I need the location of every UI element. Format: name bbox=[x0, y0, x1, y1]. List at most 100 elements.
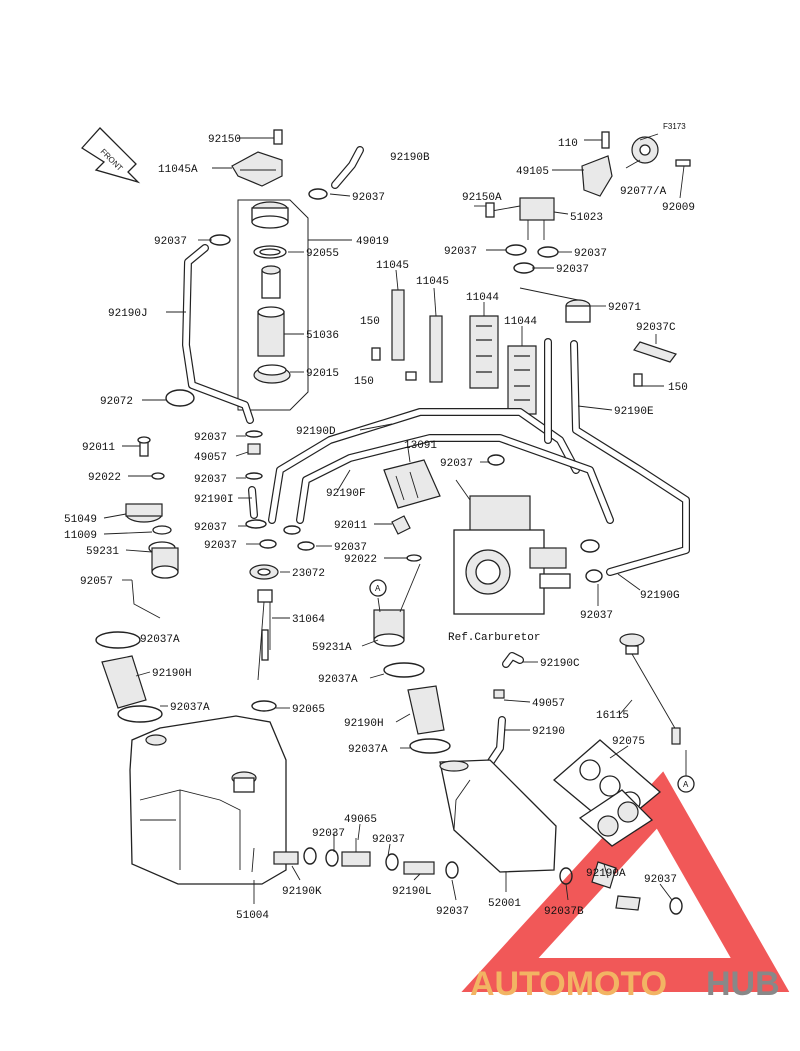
label-92190f: 92190F bbox=[326, 488, 366, 500]
valve-49057-top bbox=[245, 430, 263, 480]
label-92009: 92009 bbox=[662, 202, 695, 214]
callout-a-label: A bbox=[683, 780, 689, 789]
fuel-pickup-stack bbox=[125, 436, 179, 619]
label-92071: 92071 bbox=[608, 302, 641, 314]
label-92190g: 92190G bbox=[640, 590, 680, 602]
label-92190c: 92190C bbox=[540, 658, 580, 670]
label-92037-top: 92037 bbox=[352, 192, 385, 204]
inline-filter-assembly bbox=[273, 838, 459, 879]
label-92190h-b: 92190H bbox=[344, 718, 384, 730]
label-92037a-b: 92037A bbox=[170, 702, 210, 714]
hose-92190j bbox=[182, 244, 254, 424]
label-92190h-a: 92190H bbox=[152, 668, 192, 680]
figure-code: F3173 bbox=[663, 122, 686, 131]
label-11044-b: 11044 bbox=[504, 316, 537, 328]
fitting-59231a bbox=[373, 515, 422, 647]
callout-a-label: A bbox=[375, 584, 381, 593]
label-92022-a: 92022 bbox=[88, 472, 121, 484]
assembly-bracket bbox=[237, 199, 309, 411]
label-92190b: 92190B bbox=[390, 152, 430, 164]
hose-holder-13091 bbox=[383, 459, 441, 509]
label-92072: 92072 bbox=[100, 396, 133, 408]
watermark-part1: AUTOMOTO bbox=[470, 965, 667, 1003]
label-51023: 51023 bbox=[570, 212, 603, 224]
clips-11044 bbox=[469, 315, 537, 415]
label-92057: 92057 bbox=[80, 576, 113, 588]
strap-92037c bbox=[633, 341, 677, 387]
label-31064: 31064 bbox=[292, 614, 325, 626]
label-52001: 52001 bbox=[488, 898, 521, 910]
watermark-triangle-icon bbox=[461, 771, 790, 992]
label-92190a: 92190A bbox=[586, 868, 626, 880]
label-11045a: 11045A bbox=[158, 164, 198, 176]
fuel-valve bbox=[485, 131, 691, 240]
callout-a-2: A bbox=[677, 775, 695, 793]
label-92037-v1: 92037 bbox=[194, 432, 227, 444]
hose-92190h-right bbox=[383, 662, 451, 754]
label-92037a-c: 92037A bbox=[318, 674, 358, 686]
label-92011-b: 92011 bbox=[334, 520, 367, 532]
label-49057-b: 49057 bbox=[532, 698, 565, 710]
label-92037-b3: 92037 bbox=[436, 906, 469, 918]
label-92037-mid: 92037 bbox=[440, 458, 473, 470]
label-92065: 92065 bbox=[292, 704, 325, 716]
label-92190d: 92190D bbox=[296, 426, 336, 438]
brackets-11045 bbox=[371, 289, 443, 383]
front-arrow: FRONT bbox=[81, 127, 141, 184]
hose-92190i bbox=[248, 486, 258, 519]
label-11045-a: 11045 bbox=[376, 260, 409, 272]
label-150-b: 150 bbox=[354, 376, 374, 388]
label-49065: 49065 bbox=[344, 814, 377, 826]
label-49105: 49105 bbox=[516, 166, 549, 178]
label-92037-carb: 92037 bbox=[580, 610, 613, 622]
label-13091: 13091 bbox=[404, 440, 437, 452]
label-16115: 16115 bbox=[596, 710, 629, 722]
label-92037-b4: 92037 bbox=[644, 874, 677, 886]
label-92022-b: 92022 bbox=[344, 554, 377, 566]
label-92190: 92190 bbox=[532, 726, 565, 738]
fuel-pump-assembly bbox=[237, 199, 309, 411]
level-gauge bbox=[619, 633, 681, 745]
label-92037-b2: 92037 bbox=[372, 834, 405, 846]
label-92037b: 92037B bbox=[544, 906, 584, 918]
label-92190k: 92190K bbox=[282, 886, 322, 898]
label-92190j: 92190J bbox=[108, 308, 148, 320]
label-92037-v2: 92037 bbox=[194, 474, 227, 486]
label-59231a: 59231A bbox=[312, 642, 352, 654]
label-92075: 92075 bbox=[612, 736, 645, 748]
bracket-11045a bbox=[231, 129, 283, 187]
label-59231: 59231 bbox=[86, 546, 119, 558]
label-150-c: 150 bbox=[668, 382, 688, 394]
hose-92190b bbox=[331, 146, 364, 189]
label-92037a-a: 92037A bbox=[140, 634, 180, 646]
label-92037-v3: 92037 bbox=[194, 522, 227, 534]
hoses-long bbox=[268, 338, 690, 576]
label-51004: 51004 bbox=[236, 910, 269, 922]
label-92037a-d: 92037A bbox=[348, 744, 388, 756]
filter-cap bbox=[519, 287, 591, 323]
label-92037-j: 92037 bbox=[154, 236, 187, 248]
label-92037-v5: 92037 bbox=[334, 542, 367, 554]
label-49057-a: 49057 bbox=[194, 452, 227, 464]
label-92037-v4: 92037 bbox=[204, 540, 237, 552]
label-92190l: 92190L bbox=[392, 886, 432, 898]
label-92037-f2: 92037 bbox=[556, 264, 589, 276]
oil-tank bbox=[439, 759, 557, 873]
label-11044-a: 11044 bbox=[466, 292, 499, 304]
label-92037-fr: 92037 bbox=[574, 248, 607, 260]
hose-92190a bbox=[559, 861, 683, 915]
label-92037-fl: 92037 bbox=[444, 246, 477, 258]
callout-a-1: A bbox=[369, 579, 387, 597]
watermark-text: AUTOMOTO HUB bbox=[470, 965, 780, 1003]
gasket-92075 bbox=[552, 739, 662, 847]
label-92190e: 92190E bbox=[614, 406, 654, 418]
label-92190i: 92190I bbox=[194, 494, 234, 506]
label-49019: 49019 bbox=[356, 236, 389, 248]
watermark-part2: HUB bbox=[706, 965, 780, 1003]
label-92015: 92015 bbox=[306, 368, 339, 380]
label-51036: 51036 bbox=[306, 330, 339, 342]
label-92037c: 92037C bbox=[636, 322, 676, 334]
label-11045-b: 11045 bbox=[416, 276, 449, 288]
leader-lines bbox=[103, 133, 687, 904]
